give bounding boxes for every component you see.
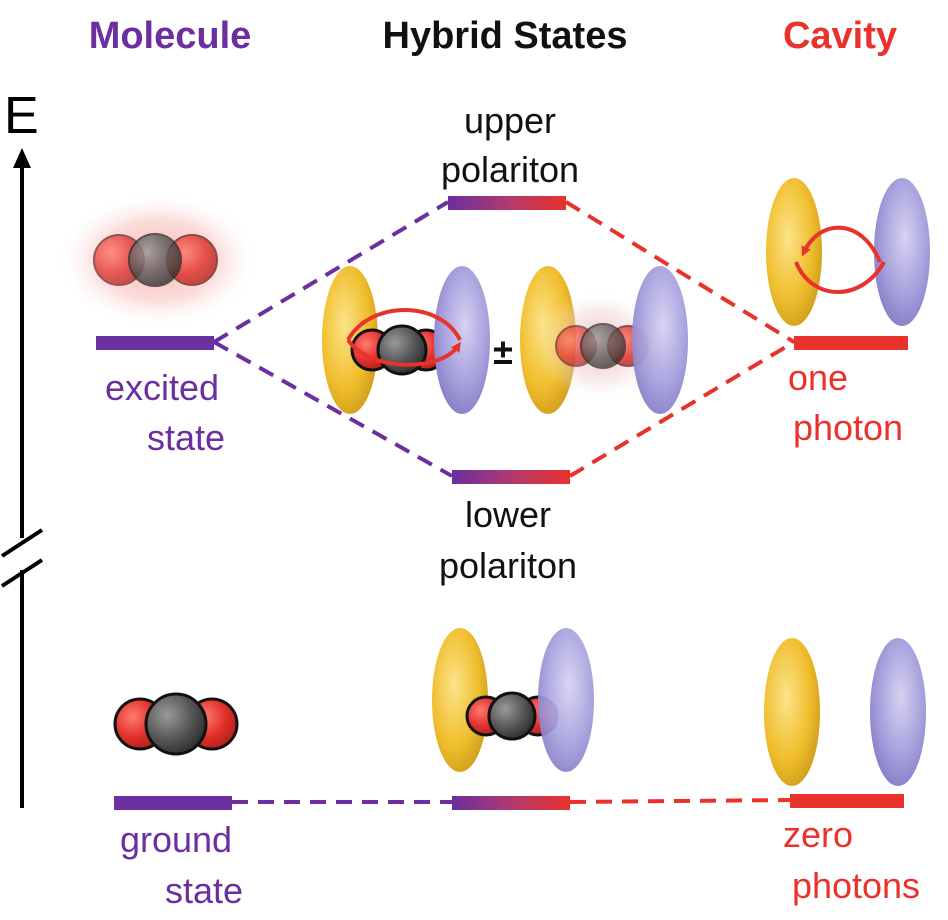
ground-state-label-line2: state <box>165 870 243 911</box>
cavity-one-photon-icon <box>766 178 930 326</box>
excited-state-label-line1: excited <box>105 367 219 408</box>
hybrid-ground-level <box>452 796 570 810</box>
ground-state-level <box>114 796 232 810</box>
lower-polariton-label-line2: polariton <box>439 545 577 586</box>
header-hybrid-states: Hybrid States <box>383 15 628 57</box>
excited-state-label-line2: state <box>147 417 225 458</box>
zero-photons-label-line1: zero <box>783 814 853 855</box>
zero-photon-level <box>790 794 904 808</box>
superposition-symbol: ± <box>493 331 513 372</box>
one-photon-label-line2: photon <box>793 407 903 448</box>
one-photon-label-line1: one <box>788 357 848 398</box>
header-molecule: Molecule <box>89 15 252 57</box>
energy-axis-label: E <box>4 87 39 145</box>
ground-state-label-line1: ground <box>120 819 232 860</box>
lower-polariton-label-line1: lower <box>465 494 551 535</box>
lower-polariton-level <box>452 470 570 484</box>
upper-polariton-label-line1: upper <box>464 100 556 141</box>
connector-lines <box>212 200 796 804</box>
excited-molecule-icon <box>56 192 260 328</box>
one-photon-level <box>794 336 908 350</box>
excited-state-level <box>96 336 214 350</box>
header-cavity: Cavity <box>783 15 897 57</box>
hybrid-cavity-with-photon-icon <box>322 266 490 414</box>
upper-polariton-level <box>448 196 566 210</box>
hybrid-cavity-with-excitation-icon <box>520 266 688 414</box>
ground-molecule-icon <box>113 692 239 756</box>
axis-break-icon <box>0 528 44 588</box>
energy-axis <box>13 148 31 808</box>
cavity-zero-photons-icon <box>764 638 926 786</box>
upper-polariton-label-line2: polariton <box>441 149 579 190</box>
zero-photons-label-line2: photons <box>792 865 920 906</box>
hybrid-ground-cavity-icon <box>432 628 594 772</box>
